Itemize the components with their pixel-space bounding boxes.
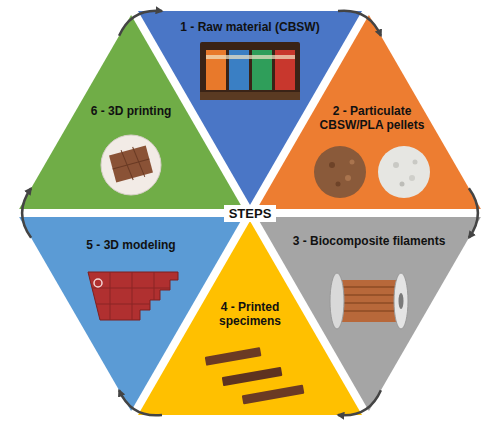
step-label: 1 - Raw material (CBSW) xyxy=(155,20,345,34)
filament-spool-photo xyxy=(330,273,408,329)
chocolate-packages-photo xyxy=(200,42,300,100)
step-label: 2 - Particulate CBSW/PLA pellets xyxy=(312,104,432,132)
center-label: STEPS xyxy=(224,205,277,222)
triangle-fill xyxy=(19,217,243,411)
step-label: 6 - 3D printing xyxy=(71,104,191,118)
step-triangle: 2 - Particulate CBSW/PLA pellets xyxy=(256,15,481,209)
step-triangle: 3 - Biocomposite filaments xyxy=(256,217,481,411)
step-label: 5 - 3D modeling xyxy=(56,238,206,252)
step-triangle: 6 - 3D printing xyxy=(19,15,244,210)
step-label: 4 - Printed specimens xyxy=(202,300,298,328)
printed-chocolate-photo xyxy=(101,135,161,195)
step-triangle: 5 - 3D modeling xyxy=(19,217,244,411)
triangle-fill xyxy=(257,15,481,209)
triangle-fill xyxy=(19,15,243,209)
step-label: 3 - Biocomposite filaments xyxy=(279,234,459,248)
